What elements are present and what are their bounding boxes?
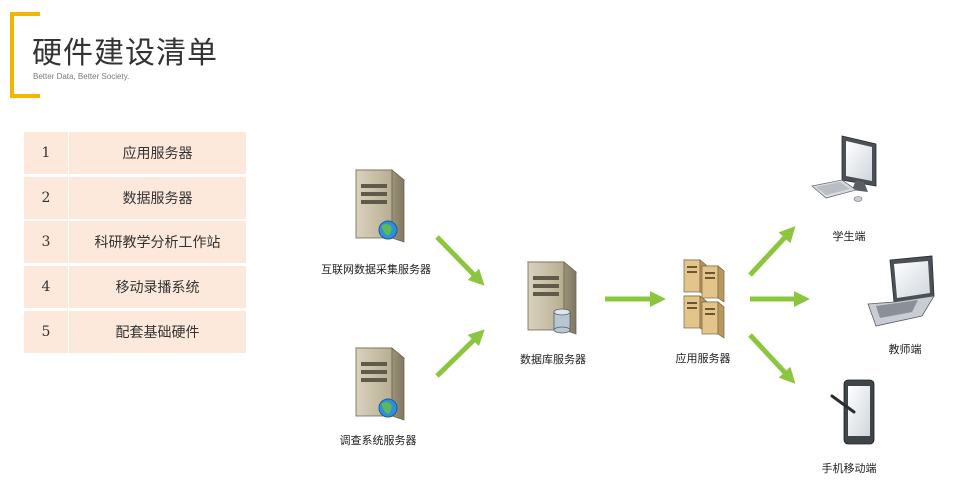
internet-server-icon: [354, 169, 406, 243]
list-item: 2 数据服务器: [24, 176, 246, 219]
list-item: 4 移动录播系统: [24, 266, 246, 309]
list-item-label: 数据服务器: [122, 190, 193, 207]
mobile-label: 手机移动端: [822, 461, 877, 475]
arrow-internet-to-db: [435, 235, 485, 286]
app-server-icon: [683, 259, 725, 339]
list-item-label: 移动录播系统: [115, 280, 200, 297]
list-item: 3 科研教学分析工作站: [24, 221, 246, 264]
laptop-icon: [867, 255, 935, 327]
app-server-label: 应用服务器: [676, 351, 731, 365]
desktop-pc-icon: [811, 135, 877, 202]
list-item: 5 配套基础硬件: [24, 310, 246, 353]
arrow-app-to-mobile: [748, 333, 796, 384]
list-item-number: 1: [24, 132, 69, 174]
survey-server-label: 调查系统服务器: [340, 433, 417, 447]
list-item-number: 2: [24, 176, 69, 219]
list-item-number: 4: [24, 266, 69, 309]
title-bracket: [10, 12, 40, 98]
arrow-survey-to-db: [435, 329, 485, 378]
flow-arrows: [435, 226, 811, 384]
survey-server-icon: [354, 347, 406, 421]
db-server-label: 数据库服务器: [520, 352, 586, 366]
internet-server-label: 互联网数据采集服务器: [321, 262, 431, 276]
list-item-number: 3: [24, 221, 69, 264]
page-subtitle: Better Data, Better Society.: [33, 72, 130, 81]
list-item-label: 应用服务器: [122, 146, 193, 162]
arrow-app-to-student: [748, 226, 796, 277]
teacher-label: 教师端: [889, 343, 922, 356]
student-label: 学生端: [833, 229, 866, 243]
db-server-icon: [526, 261, 578, 335]
list-item-label: 配套基础硬件: [115, 324, 200, 341]
list-item-number: 5: [24, 310, 69, 353]
list-item: 1 应用服务器: [24, 132, 246, 174]
mobile-device-icon: [830, 379, 875, 445]
hardware-list: 1 应用服务器 2 数据服务器 3 科研教学分析工作站 4 移动录播系统 5 配…: [24, 132, 246, 355]
list-item-label: 科研教学分析工作站: [94, 235, 221, 252]
page-title: 硬件建设清单: [32, 36, 218, 71]
